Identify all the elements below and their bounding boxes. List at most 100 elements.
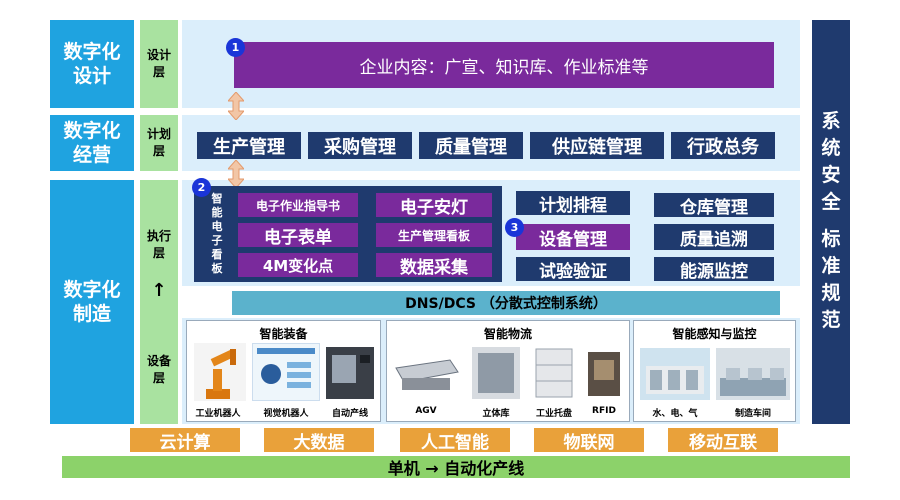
kanban-item-text: 电子作业指导书 — [255, 198, 340, 213]
kanban-item-andon: 电子安灯 — [376, 193, 492, 218]
industrial-robot-image — [194, 343, 246, 401]
badge-2-text: 2 — [197, 181, 206, 194]
kanban-item-text: 电子表单 — [264, 227, 332, 248]
tech-cloud: 云计算 — [130, 428, 240, 453]
layer-label-operation-text: 数字化经营 — [63, 120, 121, 166]
dcs-bar: DNS/DCS （分散式控制系统） — [232, 291, 780, 315]
tech-text: 移动互联 — [689, 432, 757, 453]
double-arrow-icon — [226, 91, 246, 121]
tech-bigdata: 大数据 — [264, 428, 374, 453]
exec-item-text: 试验验证 — [539, 261, 607, 282]
plan-item-text: 生产管理 — [213, 136, 285, 158]
kanban-item-text: 生产管理看板 — [397, 228, 470, 243]
kanban-item-4m: 4M变化点 — [238, 253, 358, 277]
workshop-image — [716, 348, 790, 400]
bottom-bar: 单机 → 自动化产线 — [62, 456, 850, 478]
badge-1-text: 1 — [231, 41, 240, 54]
right-panel-security: 系统安全 — [821, 110, 841, 213]
connector-arrow-2 — [226, 159, 246, 189]
sublayer-manufacturing: 执行层 ↑ 设备层 — [140, 180, 178, 424]
connector-arrow-1 — [226, 91, 246, 121]
exec-item-testing: 试验验证 — [516, 257, 630, 282]
kanban-title-text: 智能电子看板 — [211, 192, 223, 275]
device-group-title-sensing: 智能感知与监控 — [672, 327, 757, 341]
kanban-item-eform: 电子表单 — [238, 223, 358, 248]
exec-item-text: 仓库管理 — [680, 197, 748, 218]
exec-item-equipment: 设备管理 — [516, 224, 630, 250]
plan-item-text: 供应链管理 — [552, 136, 642, 158]
layer-label-manufacturing: 数字化制造 — [50, 180, 134, 424]
exec-item-text: 能源监控 — [680, 261, 748, 282]
warehouse-icon — [472, 347, 520, 399]
pallet-image — [532, 345, 576, 401]
exec-item-scheduling: 计划排程 — [516, 191, 630, 216]
sublayer-device-text: 设备层 — [146, 354, 171, 385]
kanban-item-text: 电子安灯 — [400, 197, 468, 218]
badge-2: 2 — [192, 178, 211, 197]
double-arrow-icon — [226, 159, 246, 189]
kanban-title: 智能电子看板 — [208, 192, 226, 276]
right-panel-standards: 标准规范 — [821, 228, 841, 331]
sublayer-plan: 计划层 — [140, 115, 178, 171]
layer-label-manufacturing-text: 数字化制造 — [63, 279, 121, 325]
tech-mobile: 移动互联 — [668, 428, 778, 453]
robot-arm-icon — [194, 343, 246, 401]
caption-pallet: 工业托盘 — [535, 409, 572, 419]
exec-item-text: 设备管理 — [539, 229, 607, 250]
kanban-item-instructions: 电子作业指导书 — [238, 193, 358, 217]
up-arrow-icon: ↑ — [151, 280, 167, 301]
agv-image — [392, 350, 460, 398]
exec-item-warehouse: 仓库管理 — [654, 193, 774, 218]
pallet-icon — [535, 348, 573, 398]
kanban-item-data-collection: 数据采集 — [376, 253, 492, 278]
cnc-machine-icon — [326, 347, 374, 399]
layer-label-design: 数字化设计 — [50, 20, 134, 108]
kanban-item-text: 4M变化点 — [262, 256, 334, 275]
caption-stereo-warehouse: 立体库 — [482, 409, 510, 419]
tech-iot: 物联网 — [534, 428, 644, 453]
tech-text: 云计算 — [159, 432, 211, 453]
plan-item-text: 采购管理 — [324, 136, 396, 158]
plan-item-production: 生产管理 — [197, 132, 301, 159]
caption-rfid: RFID — [592, 406, 616, 416]
caption-industrial-robot: 工业机器人 — [195, 409, 241, 419]
caption-auto-line: 自动产线 — [331, 409, 368, 419]
tech-text: 物联网 — [563, 432, 615, 453]
badge-3-text: 3 — [510, 221, 519, 234]
rfid-image — [586, 350, 622, 398]
caption-utilities: 水、电、气 — [652, 409, 698, 419]
sublayer-design: 设计层 — [140, 20, 178, 108]
kanban-item-production-board: 生产管理看板 — [376, 223, 492, 247]
vision-robot-image — [252, 343, 320, 401]
agv-icon — [395, 359, 459, 390]
exec-item-traceability: 质量追溯 — [654, 224, 774, 250]
caption-vision-robot: 视觉机器人 — [263, 409, 309, 419]
layer-label-design-text: 数字化设计 — [63, 41, 121, 87]
sublayer-plan-text: 计划层 — [146, 127, 171, 158]
exec-item-text: 计划排程 — [539, 195, 607, 216]
caption-agv: AGV — [415, 406, 437, 416]
tech-ai: 人工智能 — [400, 428, 510, 453]
kanban-item-text: 数据采集 — [400, 257, 468, 278]
plan-item-admin: 行政总务 — [671, 132, 775, 159]
layer-label-operation: 数字化经营 — [50, 115, 134, 171]
bottom-bar-text: 单机 → 自动化产线 — [387, 459, 525, 478]
utilities-icon — [640, 348, 710, 400]
design-content-box: 企业内容：广宣、知识库、作业标准等 — [234, 42, 774, 88]
vision-screen-icon — [257, 348, 315, 388]
workshop-icon — [716, 348, 790, 400]
badge-1: 1 — [226, 38, 245, 57]
tech-text: 人工智能 — [421, 432, 489, 453]
utilities-image — [640, 348, 710, 400]
tech-text: 大数据 — [293, 432, 345, 453]
plan-item-text: 行政总务 — [687, 136, 759, 158]
right-panel: 系统安全 标准规范 — [812, 20, 850, 424]
sublayer-design-text: 设计层 — [146, 48, 171, 79]
plan-item-supply-chain: 供应链管理 — [530, 132, 664, 159]
badge-3: 3 — [505, 218, 524, 237]
exec-item-text: 质量追溯 — [680, 229, 748, 250]
rfid-icon — [588, 352, 620, 396]
caption-workshop: 制造车间 — [734, 409, 771, 419]
plan-item-text: 质量管理 — [435, 136, 507, 158]
device-group-title-logistics: 智能物流 — [483, 327, 532, 341]
